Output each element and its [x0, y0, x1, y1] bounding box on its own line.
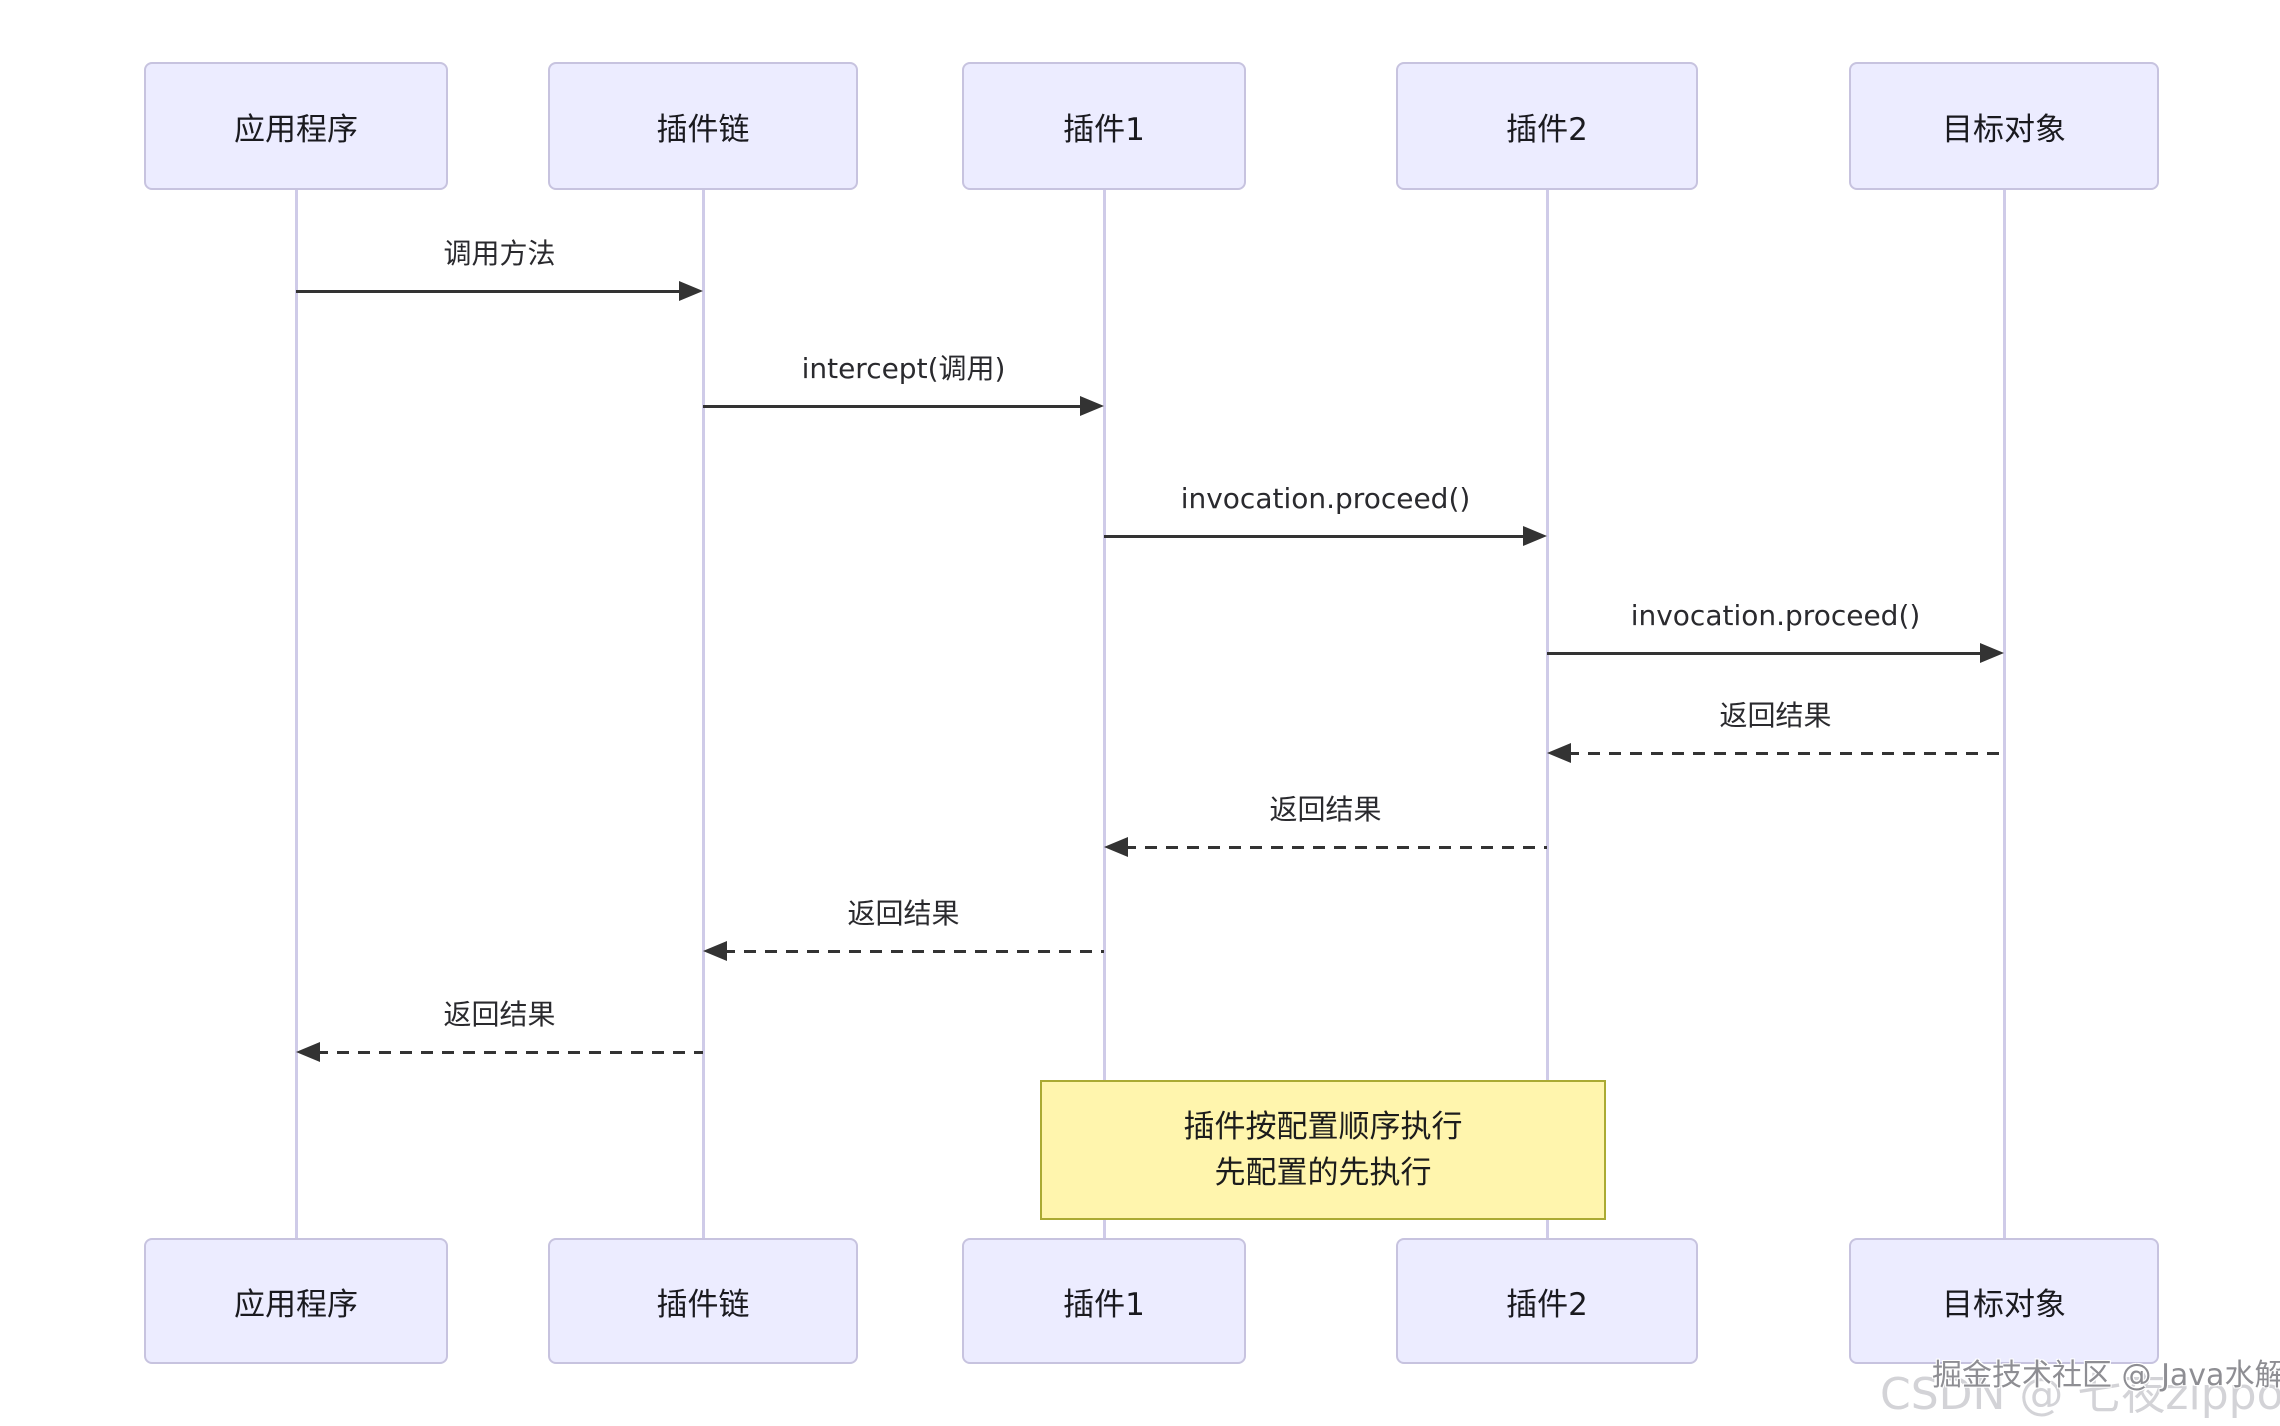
note-box: 插件按配置顺序执行 先配置的先执行 — [1040, 1080, 1606, 1220]
message-label: 返回结果 — [1269, 793, 1382, 826]
watermark-juejin: 掘金技术社区 @ Java水解 — [1932, 1358, 2280, 1393]
message-label: invocation.proceed() — [1180, 482, 1471, 515]
arrowhead-icon — [1104, 837, 1128, 857]
actor-top-box-chain: 插件链 — [548, 62, 858, 190]
lifeline-plugin2 — [1546, 190, 1549, 1238]
actor-bottom-box-plugin1: 插件1 — [962, 1238, 1246, 1364]
arrowhead-icon — [1080, 396, 1104, 416]
actor-bottom-box-plugin2: 插件2 — [1396, 1238, 1698, 1364]
message-line — [1124, 846, 1547, 849]
message-label: 返回结果 — [443, 998, 556, 1031]
lifeline-target — [2003, 190, 2006, 1238]
message-line — [723, 950, 1104, 953]
actor-bottom-box-app: 应用程序 — [144, 1238, 448, 1364]
lifeline-app — [295, 190, 298, 1238]
message-line — [703, 405, 1084, 408]
message-line — [316, 1051, 703, 1054]
arrowhead-icon — [1547, 743, 1571, 763]
message-label: intercept(调用) — [801, 352, 1006, 385]
message-line — [296, 290, 683, 293]
lifeline-plugin1 — [1103, 190, 1106, 1238]
message-label: 返回结果 — [847, 897, 960, 930]
message-line — [1547, 652, 1984, 655]
message-label: invocation.proceed() — [1630, 599, 1921, 632]
actor-top-box-plugin2: 插件2 — [1396, 62, 1698, 190]
arrowhead-icon — [1523, 526, 1547, 546]
note-line: 先配置的先执行 — [1214, 1155, 1432, 1191]
arrowhead-icon — [296, 1042, 320, 1062]
arrowhead-icon — [679, 281, 703, 301]
arrowhead-icon — [1980, 643, 2004, 663]
arrowhead-icon — [703, 941, 727, 961]
note-line: 插件按配置顺序执行 — [1183, 1108, 1463, 1145]
message-label: 调用方法 — [443, 237, 556, 270]
message-line — [1567, 752, 2004, 755]
watermark-csdn: CSDN @ 七夜zippoe — [1880, 1369, 2280, 1420]
actor-top-box-app: 应用程序 — [144, 62, 448, 190]
actor-bottom-box-target: 目标对象 — [1849, 1238, 2159, 1364]
message-line — [1104, 535, 1527, 538]
actor-top-box-target: 目标对象 — [1849, 62, 2159, 190]
actor-top-box-plugin1: 插件1 — [962, 62, 1246, 190]
lifeline-chain — [702, 190, 705, 1238]
actor-bottom-box-chain: 插件链 — [548, 1238, 858, 1364]
message-label: 返回结果 — [1719, 699, 1832, 732]
